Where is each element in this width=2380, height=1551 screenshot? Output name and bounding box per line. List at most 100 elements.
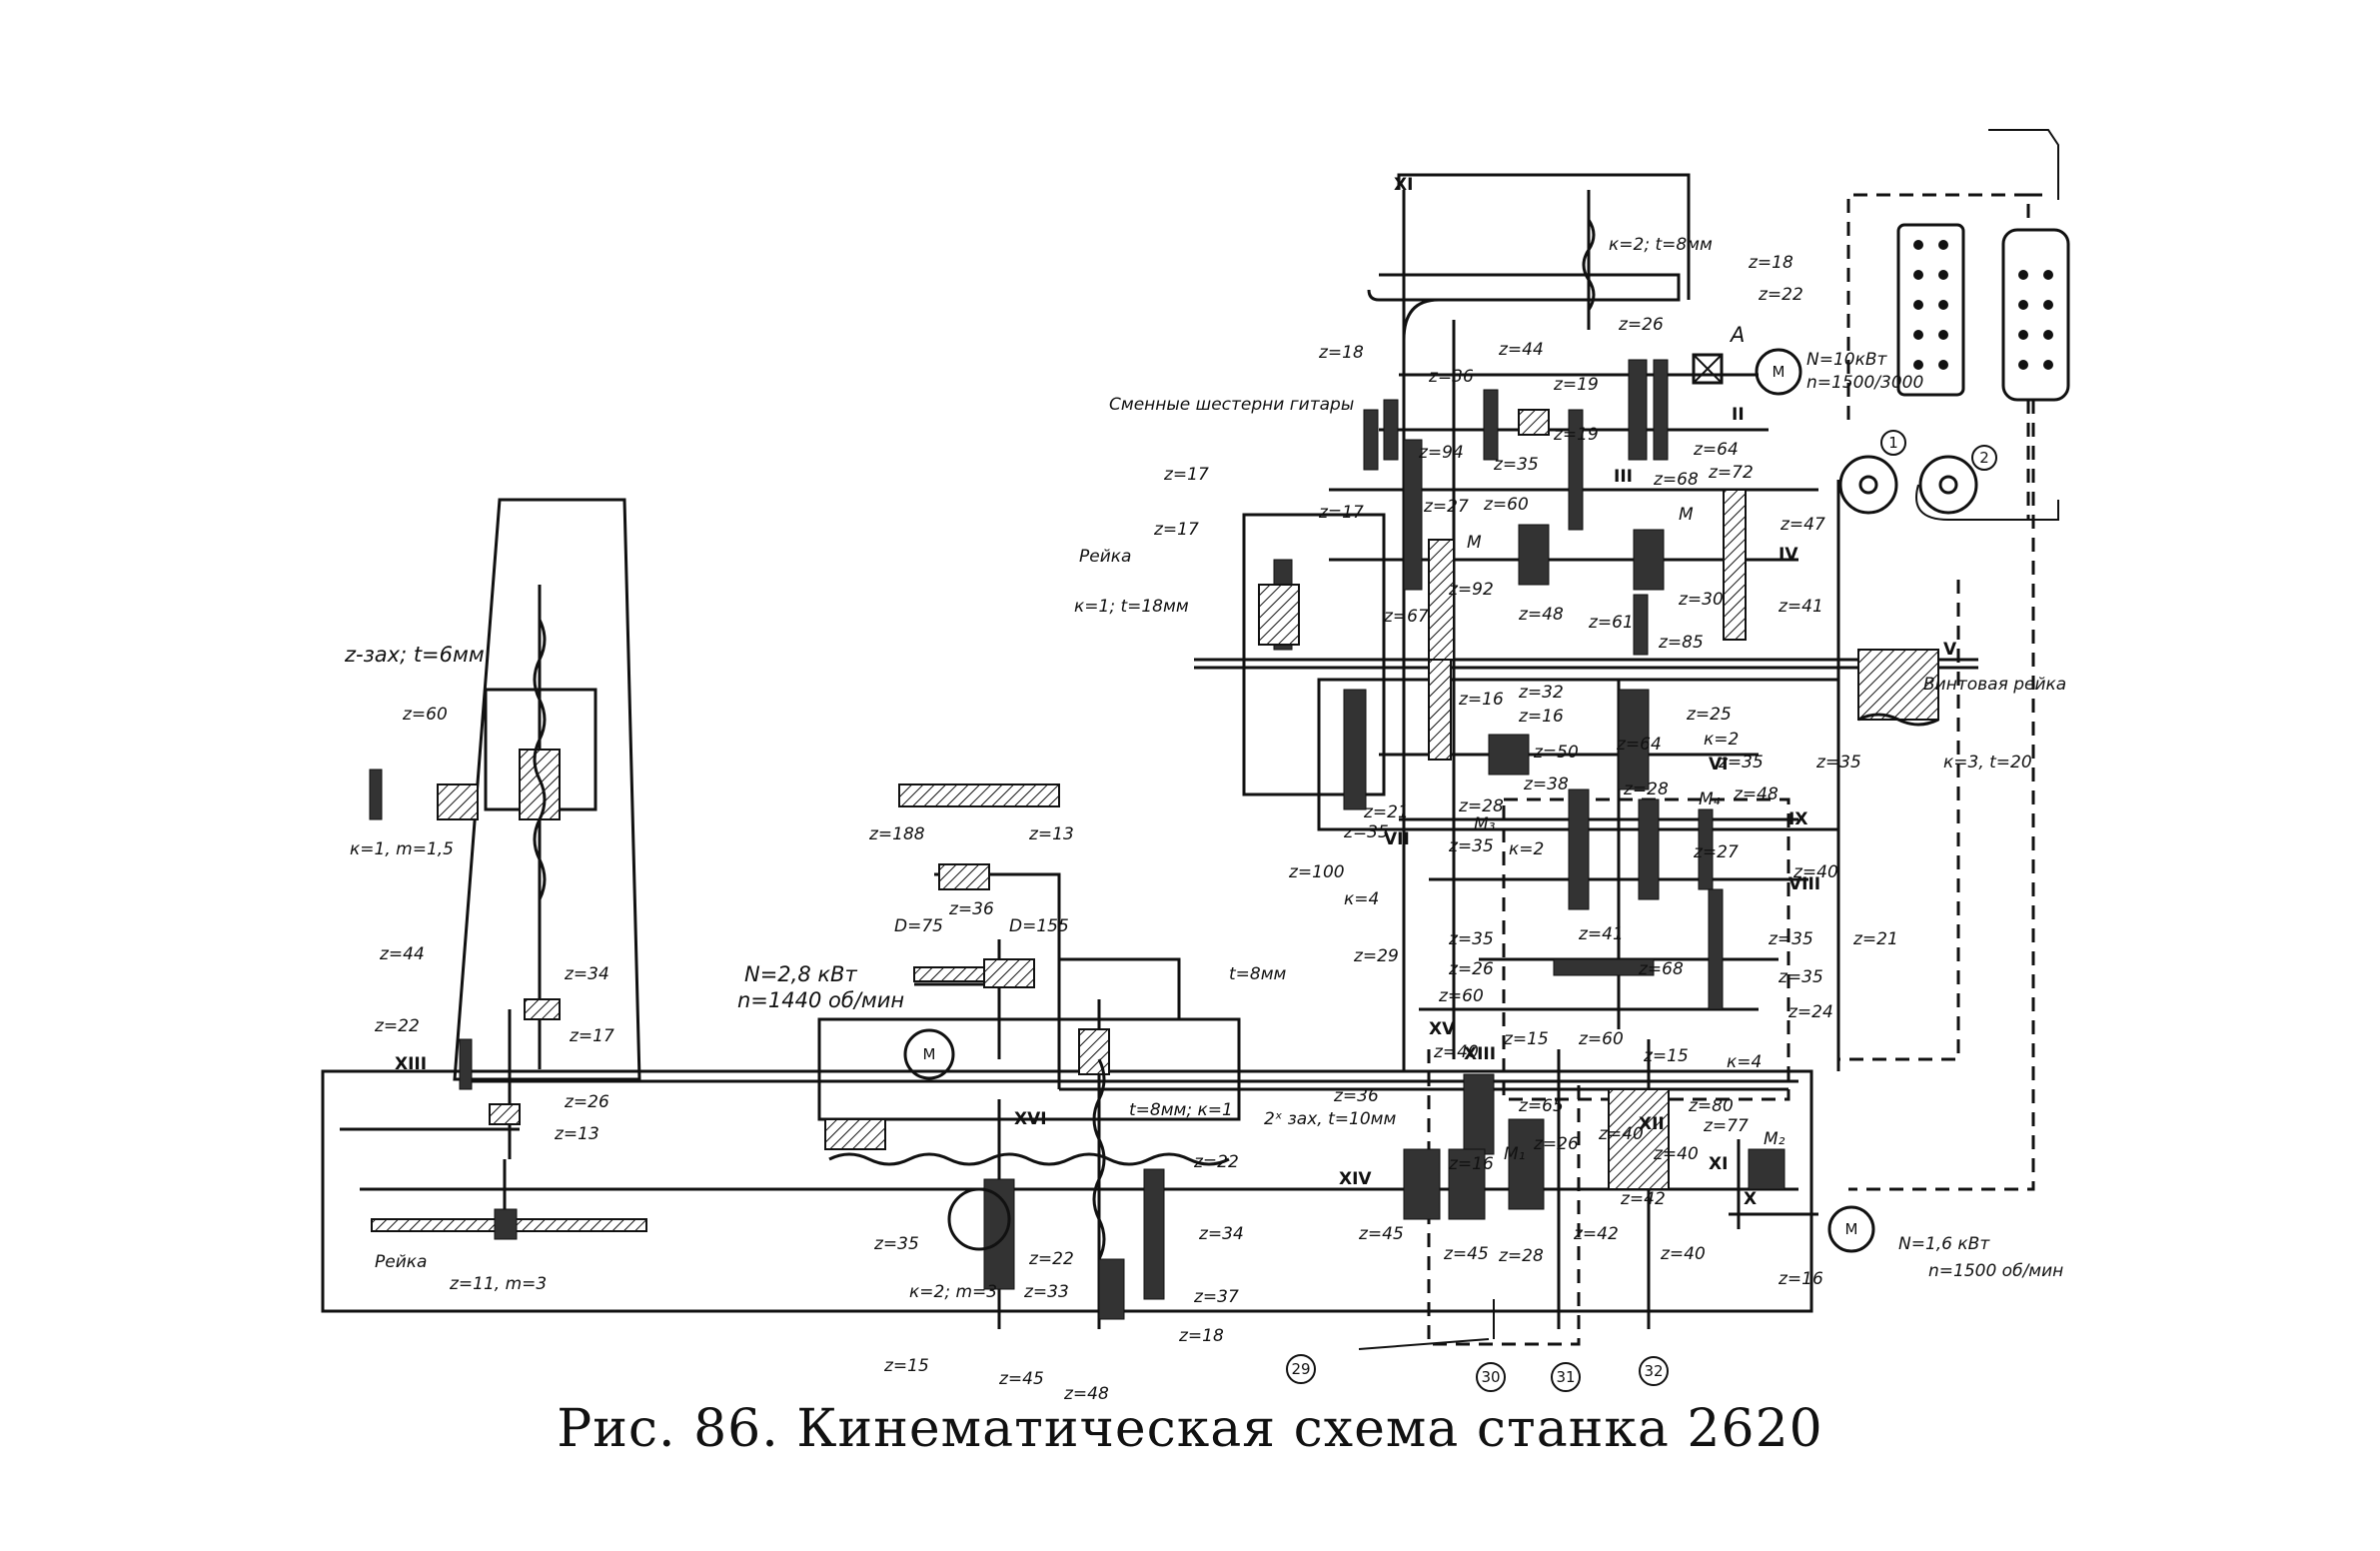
label-z47: z=47 (1780, 515, 1825, 535)
column-lead-screw (533, 619, 547, 900)
label-k4-b: к=4 (1727, 1052, 1762, 1072)
label-z64-a: z=64 (1693, 440, 1739, 460)
label-z32: z=32 (1518, 683, 1564, 703)
control-panel-2[interactable] (2001, 228, 2070, 402)
table-z188 (898, 783, 1060, 807)
label-D155: D=155 (1009, 916, 1069, 936)
label-z48-b: z=48 (1733, 784, 1779, 804)
bed-screw (828, 1152, 1230, 1166)
label-z28-c: z=28 (1498, 1246, 1544, 1266)
label-z19-b: z=19 (1553, 425, 1599, 445)
label-z42-a: z=42 (1573, 1224, 1619, 1244)
gear-z35-feed (1708, 888, 1724, 1010)
wire-top (1988, 129, 2059, 200)
marker-29-num: 29 (1291, 1360, 1310, 1378)
label-z16-d: z=16 (1778, 1269, 1823, 1289)
gear-z47 (1723, 489, 1747, 641)
rack-block (1258, 584, 1300, 646)
wire-3 (1915, 484, 2059, 521)
label-z64-b: z=64 (1616, 735, 1662, 755)
label-z45-c: z=45 (998, 1369, 1044, 1389)
control-panel-1[interactable] (1896, 223, 1965, 397)
label-k4-a: к=4 (1344, 889, 1379, 909)
label-z85: z=85 (1658, 633, 1704, 653)
motor-rapid-symbol: М (923, 1045, 936, 1063)
marker-1 (1880, 430, 1906, 456)
label-z36-b: z=36 (1333, 1086, 1379, 1106)
marker-31-num: 31 (1556, 1368, 1575, 1386)
motor-main-symbol: М (1773, 363, 1785, 381)
label-z40-d: z=40 (1653, 1144, 1699, 1164)
gear-z92 (1428, 539, 1455, 661)
screw-rack-wave (1857, 713, 1939, 727)
motor-main (1755, 348, 1802, 396)
label-z36-c: z=36 (948, 899, 994, 919)
dial-1[interactable] (1838, 455, 1898, 515)
label-z35-d: z=35 (1343, 822, 1389, 842)
panel-buttons (1913, 240, 2053, 370)
label-z67: z=67 (1383, 607, 1429, 627)
headstock-top (1367, 273, 1681, 302)
label-z2-screw: z-зах; t=6мм (344, 643, 485, 667)
label-feed-power: N=1,6 кВт (1898, 1234, 1990, 1254)
label-M-a: M (1467, 533, 1482, 553)
clutch-A-cross (1693, 354, 1723, 384)
wire-1 (1846, 193, 2030, 420)
marker-2 (1971, 445, 1997, 471)
handwheel-worm (437, 783, 479, 820)
shaft-label-XIII: XIII (1464, 1044, 1496, 1064)
gear-z11 (494, 1208, 518, 1240)
motor-feed-symbol: М (1845, 1220, 1858, 1238)
dial-2-hub (1938, 475, 1958, 495)
label-z68-b: z=68 (1638, 959, 1684, 979)
marker-1-num: 1 (1888, 434, 1898, 452)
marker-30-num: 30 (1481, 1368, 1500, 1386)
gear-z64 (1618, 689, 1650, 790)
gear-M2-clutch (1748, 1148, 1785, 1190)
label-z80: z=80 (1688, 1096, 1734, 1116)
label-z65: z=65 (1518, 1096, 1564, 1116)
shaft-label-VIII: VIII (1788, 874, 1820, 894)
handwheel-column (369, 769, 383, 820)
label-rack-bottom: Рейка (375, 1252, 427, 1272)
shaft-label-XI: XI (1709, 1154, 1728, 1174)
label-z15-a: z=15 (1503, 1029, 1549, 1049)
label-z38: z=38 (1523, 775, 1569, 794)
label-z60-a: z=60 (1483, 495, 1529, 515)
label-z40-c: z=40 (1598, 1124, 1644, 1144)
label-rack-left: Рейка (1079, 547, 1131, 567)
link-rod (999, 872, 1061, 1089)
gear-z48 (1518, 524, 1550, 586)
label-z22-d: z=22 (1028, 1249, 1074, 1269)
gear-z16 (1488, 734, 1530, 776)
marker-32-num: 32 (1644, 1362, 1663, 1380)
gear-z72 (1653, 359, 1669, 461)
gear-z65 (1463, 1073, 1495, 1155)
label-t8-k1: t=8мм; к=1 (1129, 1100, 1233, 1120)
label-z17-c: z=17 (1153, 520, 1199, 540)
guitar-box (1242, 513, 1386, 796)
label-z34-a: z=34 (564, 964, 609, 984)
label-z41-b: z=41 (1578, 924, 1624, 944)
shaft-label-XII: XII (1639, 1114, 1665, 1134)
label-z21-a: z=21 (1363, 802, 1409, 822)
gear-z45-a (1403, 1148, 1441, 1220)
pulley-D155 (983, 958, 1035, 988)
label-k2-b: к=2 (1509, 839, 1544, 859)
label-z28-a: z=28 (1458, 796, 1504, 816)
label-z44-top: z=44 (1498, 340, 1544, 360)
label-z60-c: z=60 (1578, 1029, 1624, 1049)
motor-rapid (903, 1028, 955, 1080)
label-z15-b: z=15 (1643, 1046, 1689, 1066)
label-z36-top: z=36 (1428, 367, 1474, 387)
label-main-speed: n=1500/3000 (1806, 373, 1923, 393)
handwheel-rapid[interactable] (947, 1187, 1011, 1251)
label-z27: z=27 (1423, 497, 1469, 517)
dial-2[interactable] (1918, 455, 1978, 515)
label-z19-top: z=19 (1553, 375, 1599, 395)
gear-z48b (1698, 808, 1714, 890)
gear-z33 (1098, 1258, 1125, 1320)
lever-line (1358, 1338, 1490, 1350)
gear-z45-b (1448, 1148, 1486, 1220)
